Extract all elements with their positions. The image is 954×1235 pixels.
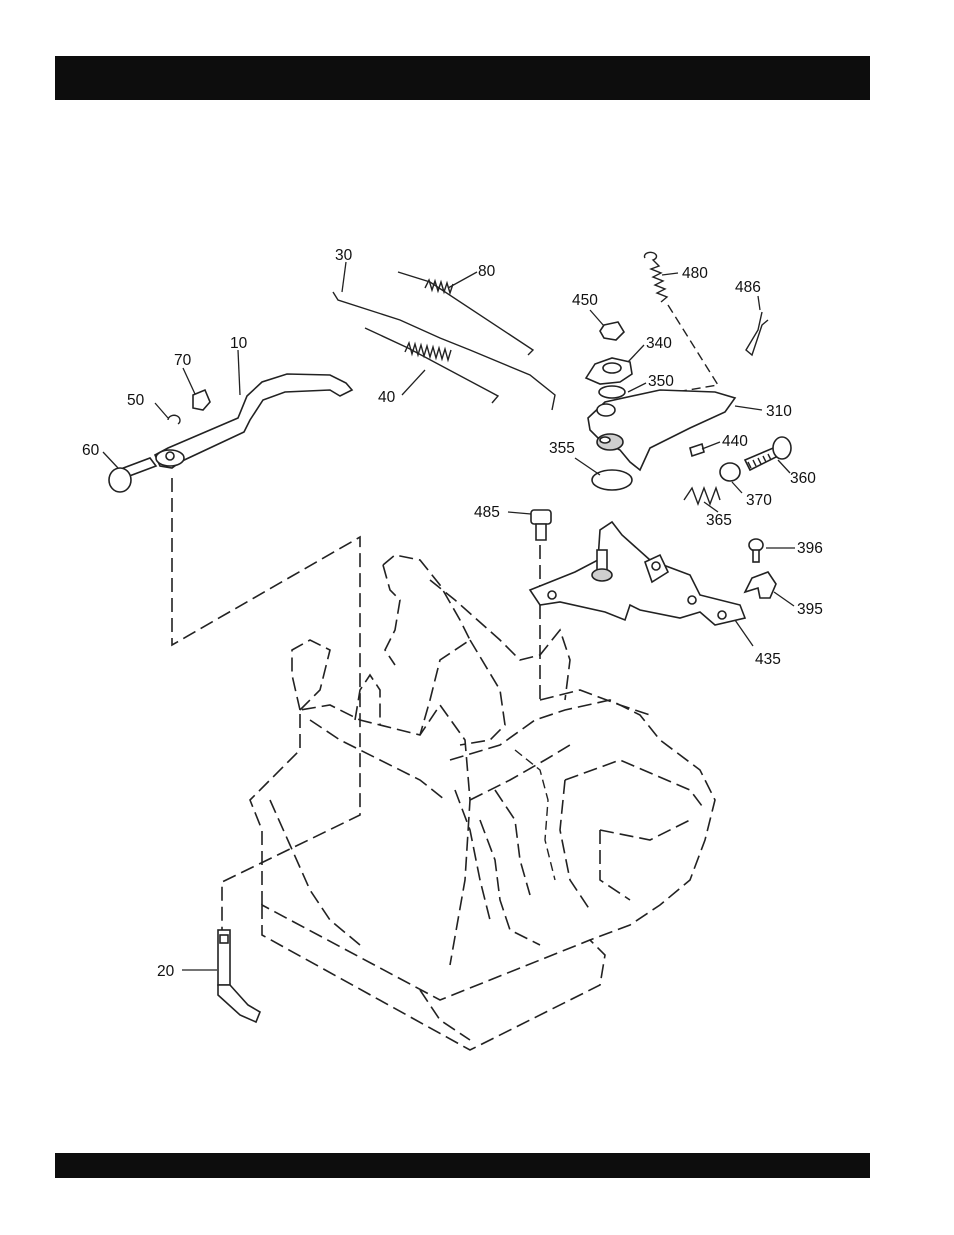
alignment-lines: [172, 478, 540, 935]
engine-outline: [250, 555, 715, 1050]
callout-30: 30: [335, 247, 353, 264]
callout-450: 450: [572, 292, 598, 309]
mounting-bolt-part: [531, 510, 551, 540]
callout-435: 435: [755, 651, 781, 668]
callout-485: 485: [474, 504, 500, 521]
callout-70: 70: [174, 352, 192, 369]
leader-lines: [103, 262, 795, 970]
callout-10: 10: [230, 335, 248, 352]
callout-486: 486: [735, 279, 761, 296]
callout-20: 20: [157, 963, 175, 980]
clamp-screw-part: [749, 539, 763, 562]
callout-40: 40: [378, 389, 396, 406]
small-screw-part: [690, 444, 704, 456]
clip-part: [168, 415, 180, 424]
callout-355: 355: [549, 440, 575, 457]
control-bracket-part: [588, 390, 735, 470]
compression-spring-part: [684, 488, 720, 504]
callout-340: 340: [646, 335, 672, 352]
callout-360: 360: [790, 470, 816, 487]
adjust-bolt-part: [745, 437, 791, 470]
callout-365: 365: [706, 512, 732, 529]
callout-396: 396: [797, 540, 823, 557]
washer-part: [599, 386, 625, 398]
bolt-part: [109, 458, 156, 492]
callout-395: 395: [797, 601, 823, 618]
callout-50: 50: [127, 392, 145, 409]
callout-60: 60: [82, 442, 100, 459]
wire-clip-part: [746, 312, 768, 355]
control-base-plate-part: [530, 522, 745, 625]
governor-arm-part: [155, 374, 352, 468]
cable-clamp-part: [745, 572, 776, 598]
control-lever-part: [586, 358, 632, 384]
callout-370: 370: [746, 492, 772, 509]
throttle-spring-part: [644, 252, 667, 302]
nut-part: [193, 390, 210, 410]
callout-310: 310: [766, 403, 792, 420]
adjust-nut-part: [720, 463, 740, 481]
spring-rod-part: [398, 272, 533, 355]
callout-350: 350: [648, 373, 674, 390]
callout-80: 80: [478, 263, 496, 280]
callout-480: 480: [682, 265, 708, 282]
callout-440: 440: [722, 433, 748, 450]
governor-shaft-part: [218, 930, 260, 1022]
